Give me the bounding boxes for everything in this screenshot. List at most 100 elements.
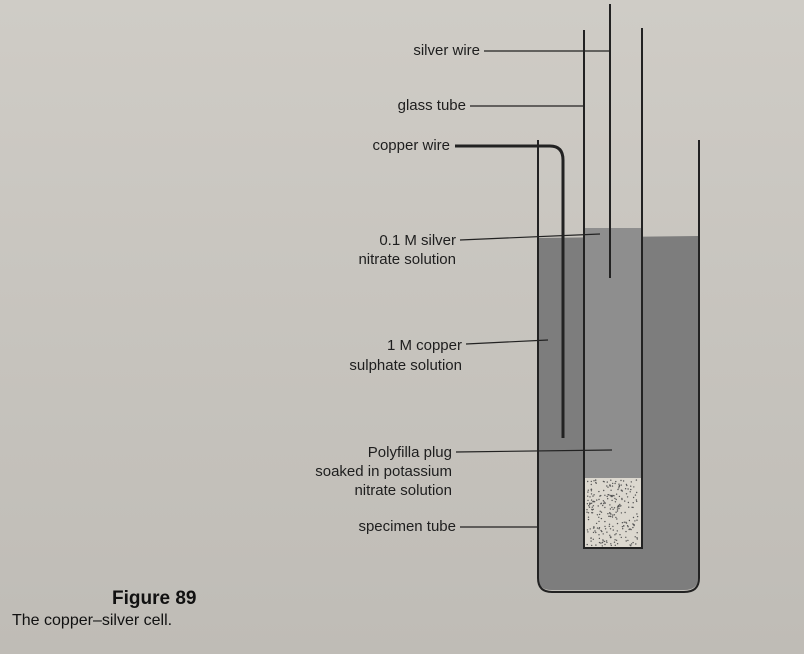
plug-stipple-dot — [621, 522, 624, 524]
plug-stipple-dot — [616, 543, 619, 545]
plug-stipple-dot — [598, 541, 601, 544]
plug-stipple-dot — [618, 507, 620, 510]
plug-stipple-dot — [615, 539, 618, 541]
plug-stipple-dot — [591, 512, 593, 514]
plug-stipple-dot — [598, 528, 600, 530]
plug-stipple-dot — [618, 495, 621, 498]
plug-stipple-dot — [603, 540, 606, 543]
plug-stipple-dot — [634, 520, 636, 522]
copper-wire — [455, 144, 565, 438]
plug-stipple-dot — [622, 480, 625, 482]
plug-stipple-dot — [587, 516, 590, 518]
plug-stipple-dot — [604, 494, 606, 496]
plug-stipple-dot — [632, 516, 635, 519]
plug-stipple-dot — [625, 521, 627, 523]
plug-stipple-dot — [601, 541, 604, 544]
plug-stipple-dot — [600, 517, 603, 520]
plug-stipple-dot — [586, 529, 589, 531]
plug-stipple-dot — [609, 534, 611, 536]
plug-stipple-dot — [624, 488, 627, 490]
plug-stipple-dot — [628, 506, 630, 508]
plug-stipple-dot — [607, 486, 609, 488]
plug-stipple-dot — [590, 537, 592, 539]
plug-stipple-dot — [611, 485, 614, 487]
plug-stipple-dot — [604, 528, 607, 530]
plug-stipple-dot — [626, 496, 629, 498]
plug-stipple-dot — [619, 534, 621, 536]
plug-stipple-dot — [586, 503, 589, 505]
plug-stipple-dot — [631, 506, 633, 508]
plug-stipple-dot — [627, 501, 630, 504]
plug-stipple-dot — [636, 538, 638, 540]
plug-stipple-dot — [587, 480, 589, 483]
plug-stipple-dot — [598, 520, 600, 523]
plug-stipple-dot — [609, 485, 611, 487]
plug-stipple-dot — [603, 501, 605, 503]
leader-copper-solution — [465, 339, 549, 345]
plug-stipple-dot — [602, 533, 604, 535]
plug-stipple-dot — [613, 507, 616, 509]
plug-stipple-dot — [625, 540, 627, 542]
plug-stipple-dot — [630, 543, 633, 545]
plug-stipple-dot — [609, 508, 612, 510]
plug-stipple-dot — [633, 486, 635, 488]
plug-stipple-dot — [590, 540, 592, 542]
plug-stipple-dot — [603, 502, 605, 505]
plug-stipple-dot — [590, 502, 593, 504]
plug-stipple-dot — [629, 544, 631, 546]
plug-stipple-dot — [590, 499, 593, 501]
plug-stipple-dot — [614, 544, 616, 546]
plug-stipple-dot — [595, 544, 597, 546]
plug-stipple-dot — [628, 528, 630, 531]
plug-stipple-dot — [593, 480, 595, 482]
plug-stipple-dot — [632, 541, 634, 544]
plug-stipple — [586, 479, 639, 547]
plug-stipple-dot — [592, 505, 595, 507]
plug-stipple-dot — [610, 544, 612, 547]
plug-stipple-dot — [592, 538, 594, 540]
plug-stipple-dot — [635, 499, 638, 501]
plug-stipple-dot — [597, 505, 599, 507]
plug-stipple-dot — [610, 536, 612, 538]
plug-stipple-dot — [587, 495, 589, 497]
plug-stipple-dot — [605, 540, 608, 542]
plug-stipple-dot — [609, 504, 611, 506]
plug-stipple-dot — [586, 511, 588, 513]
label-silver-solution-line2: nitrate solution — [358, 251, 456, 268]
plug-stipple-dot — [598, 537, 601, 540]
plug-stipple-dot — [588, 506, 591, 508]
plug-stipple-dot — [634, 494, 637, 496]
plug-stipple-dot — [602, 504, 604, 507]
plug-stipple-dot — [615, 493, 618, 495]
plug-stipple-dot — [630, 528, 632, 531]
plug-stipple-dot — [630, 488, 632, 491]
plug-stipple-dot — [600, 529, 602, 532]
plug-stipple-dot — [618, 483, 620, 485]
plug-stipple-dot — [604, 543, 606, 546]
plug-stipple-dot — [615, 533, 617, 535]
plug-stipple-dot — [590, 493, 593, 495]
plug-stipple-dot — [627, 488, 629, 490]
plug-stipple-dot — [626, 484, 628, 487]
plug-stipple-dot — [608, 523, 611, 525]
plug-stipple-dot — [612, 494, 614, 497]
plug-stipple-dot — [604, 502, 606, 504]
plug-stipple-dot — [589, 528, 591, 530]
plug-stipple-dot — [615, 480, 617, 483]
plug-stipple-dot — [591, 544, 593, 547]
specimen-tube-wall — [537, 140, 700, 593]
plug-stipple-dot — [598, 513, 601, 516]
plug-stipple-dot — [627, 539, 629, 542]
plug-stipple-dot — [595, 481, 597, 484]
plug-stipple-dot — [589, 503, 591, 506]
plug-stipple-dot — [592, 531, 595, 534]
plug-stipple-dot — [601, 545, 603, 547]
plug-stipple-dot — [590, 490, 593, 492]
plug-stipple-dot — [633, 524, 635, 527]
plug-stipple-dot — [632, 526, 634, 529]
label-plug-line3: nitrate solution — [354, 482, 452, 499]
plug-stipple-dot — [587, 531, 589, 533]
plug-stipple-dot — [587, 512, 590, 514]
plug-stipple-dot — [587, 489, 589, 491]
